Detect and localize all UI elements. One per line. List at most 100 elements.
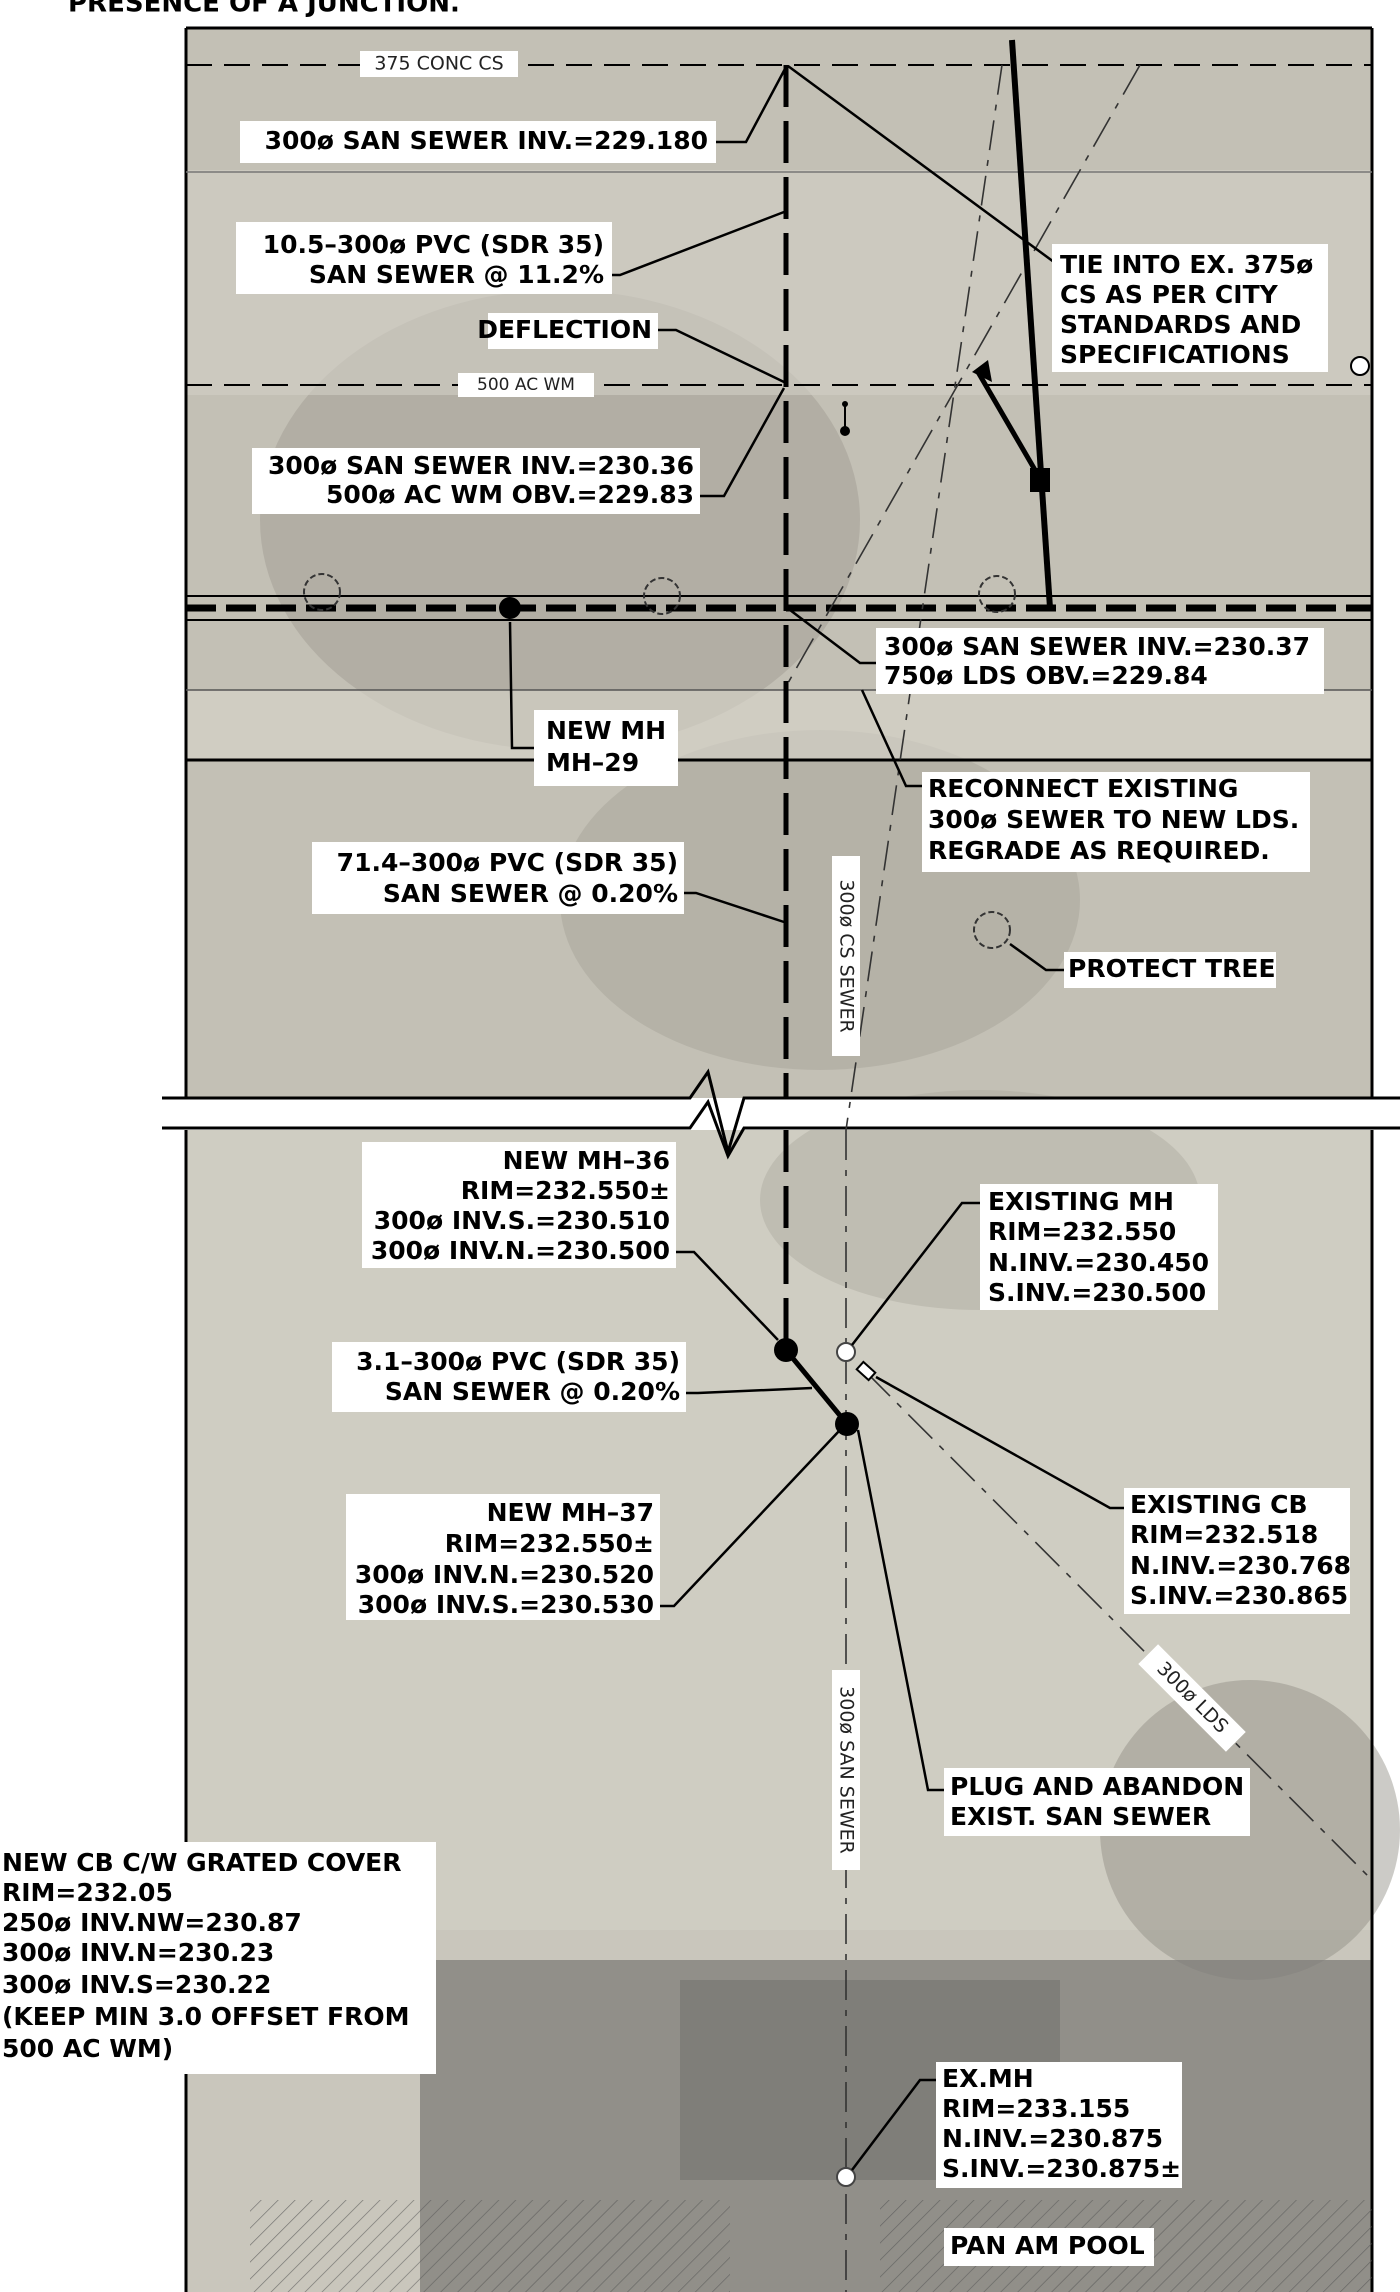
callout-ex-mh-line: EX.MH: [942, 2064, 1034, 2093]
callout-existing-cb-line: N.INV.=230.768: [1130, 1551, 1351, 1580]
leader-crossing-lds: [789, 609, 880, 665]
callout-existing-mh-line: RIM=232.550: [988, 1217, 1176, 1246]
callout-tie-in-line: SPECIFICATIONS: [1060, 340, 1290, 369]
callout-crossing-lds-line: 750ø LDS OBV.=229.84: [884, 661, 1208, 690]
callout-tie-in-line: STANDARDS AND: [1060, 310, 1301, 339]
callout-ex-mh-line: S.INV.=230.875±: [942, 2154, 1181, 2183]
leader-mh37: [654, 1429, 841, 1608]
new-mh-37-symbol: [835, 1412, 859, 1436]
leader-plug: [856, 1429, 948, 1792]
leader-mh36: [676, 1250, 779, 1341]
leader-deflection: [658, 328, 785, 384]
callout-protect-tree: PROTECT TREE: [1064, 952, 1276, 988]
tag-san-sewer: 300ø SAN SEWER: [836, 1686, 858, 1854]
new-cb-symbol: [1030, 468, 1050, 492]
callout-pvc-top: 10.5–300ø PVC (SDR 35) SAN SEWER @ 11.2%: [236, 222, 612, 294]
sidewalk-band: [186, 690, 1372, 760]
tag-conc-cs: 375 CONC CS: [374, 53, 503, 75]
callout-new-cb-line: 250ø INV.NW=230.87: [2, 1908, 302, 1937]
leader-existing-cb: [875, 1375, 1128, 1510]
leader-ex-mh: [851, 2078, 940, 2171]
callout-pvc-low-line: 3.1–300ø PVC (SDR 35): [356, 1347, 680, 1376]
callout-new-mh36-line: RIM=232.550±: [461, 1176, 670, 1205]
leader-protect-tree: [1009, 942, 1064, 972]
new-mh-36-symbol: [774, 1338, 798, 1362]
callout-reconnect-line: 300ø SEWER TO NEW LDS.: [928, 805, 1299, 834]
callout-pool: PAN AM POOL: [944, 2228, 1154, 2266]
callout-new-mh29-line: MH–29: [546, 748, 639, 777]
callout-ex-mh-line: RIM=233.155: [942, 2094, 1130, 2123]
leader-crossing-wm: [700, 387, 786, 498]
callout-new-mh29: NEW MH MH–29: [534, 710, 678, 786]
callout-new-mh36-line: 300ø INV.S.=230.510: [374, 1206, 670, 1235]
leader-pvc-mid: [684, 891, 785, 924]
leader-pvc-top: [612, 210, 785, 277]
callout-ex-mh: EX.MH RIM=233.155 N.INV.=230.875 S.INV.=…: [936, 2062, 1182, 2188]
callout-new-cb-line: 300ø INV.N=230.23: [2, 1938, 274, 1967]
leader-reconnect: [860, 689, 922, 788]
pool-deck-hatch: [250, 2200, 730, 2292]
leader-pvc-low: [684, 1386, 813, 1395]
callout-pvc-low-line: SAN SEWER @ 0.20%: [385, 1377, 680, 1406]
callout-crossing-wm-line: 500ø AC WM OBV.=229.83: [326, 480, 694, 509]
callout-existing-mh: EXISTING MH RIM=232.550 N.INV.=230.450 S…: [980, 1184, 1218, 1310]
callout-new-cb-line: 500 AC WM): [2, 2034, 173, 2063]
callout-plug-line: EXIST. SAN SEWER: [950, 1802, 1211, 1831]
existing-mh-symbol: [836, 1342, 856, 1362]
callout-crossing-lds-line: 300ø SAN SEWER INV.=230.37: [884, 632, 1310, 661]
header-fragment: PRESENCE OF A JUNCTION.: [68, 0, 460, 19]
structures: [250, 356, 1372, 2292]
callout-reconnect-line: RECONNECT EXISTING: [928, 774, 1238, 803]
callout-new-cb-line: RIM=232.05: [2, 1878, 173, 1907]
callout-pool-line: PAN AM POOL: [950, 2231, 1145, 2260]
hydrant-symbol: [1350, 356, 1370, 376]
tie-in-sewer: [975, 370, 1045, 484]
callout-plug: PLUG AND ABANDON EXIST. SAN SEWER: [944, 1768, 1250, 1836]
callout-tie-in-line: TIE INTO EX. 375ø: [1060, 250, 1313, 279]
callout-new-mh37: NEW MH–37 RIM=232.550± 300ø INV.N.=230.5…: [346, 1494, 660, 1620]
tree-symbol: [303, 573, 341, 611]
callout-ex-mh-line: N.INV.=230.875: [942, 2124, 1163, 2153]
callout-pvc-mid: 71.4–300ø PVC (SDR 35) SAN SEWER @ 0.20%: [312, 842, 684, 914]
valve-symbol: [842, 401, 848, 407]
new-sewer-line: [784, 1348, 849, 1426]
callout-crossing-lds: 300ø SAN SEWER INV.=230.37 750ø LDS OBV.…: [876, 628, 1324, 694]
cs-sewer-line: [845, 64, 1003, 1131]
callout-deflection-line: DEFLECTION: [477, 315, 652, 344]
callout-new-mh37-line: RIM=232.550±: [445, 1529, 654, 1558]
callout-existing-mh-line: S.INV.=230.500: [988, 1278, 1206, 1307]
tree-symbol: [978, 575, 1016, 613]
callout-labels: 300ø SAN SEWER INV.=229.180 10.5–300ø PV…: [0, 121, 1351, 2266]
callout-pvc-mid-line: SAN SEWER @ 0.20%: [383, 879, 678, 908]
callout-reconnect-line: REGRADE AS REQUIRED.: [928, 836, 1270, 865]
callout-protect-tree-line: PROTECT TREE: [1068, 954, 1276, 983]
protect-tree-symbol: [973, 911, 1011, 949]
callout-inv-top: 300ø SAN SEWER INV.=229.180: [240, 121, 716, 163]
tree-canopy-shadow: [260, 290, 860, 750]
tie-in-arrow: [972, 360, 992, 382]
callout-existing-mh-line: EXISTING MH: [988, 1187, 1174, 1216]
callout-deflection: DEFLECTION: [477, 313, 658, 349]
callout-existing-cb-line: EXISTING CB: [1130, 1490, 1308, 1519]
callout-new-mh36: NEW MH–36 RIM=232.550± 300ø INV.S.=230.5…: [362, 1142, 676, 1268]
valve-symbol: [840, 426, 850, 436]
callout-existing-cb-line: RIM=232.518: [1130, 1520, 1318, 1549]
callout-crossing-wm: 300ø SAN SEWER INV.=230.36 500ø AC WM OB…: [252, 448, 700, 514]
callout-new-cb-line: (KEEP MIN 3.0 OFFSET FROM: [2, 2002, 409, 2031]
tag-ac-wm: 500 AC WM: [477, 375, 575, 395]
new-mh-29-symbol: [499, 597, 521, 619]
ex-mh-symbol: [836, 2167, 856, 2187]
callout-pvc-top-line: 10.5–300ø PVC (SDR 35): [263, 230, 604, 259]
callout-new-cb: NEW CB C/W GRATED COVER RIM=232.05 250ø …: [0, 1842, 436, 2074]
callout-new-mh36-line: 300ø INV.N.=230.500: [371, 1236, 670, 1265]
tie-in-sewer: [1009, 39, 1053, 609]
tree-symbol: [643, 577, 681, 615]
callout-existing-mh-line: N.INV.=230.450: [988, 1248, 1209, 1277]
callout-new-mh37-line: NEW MH–37: [487, 1498, 654, 1527]
callout-new-mh37-line: 300ø INV.N.=230.520: [355, 1560, 654, 1589]
leader-inv-top: [716, 66, 788, 144]
callout-crossing-wm-line: 300ø SAN SEWER INV.=230.36: [268, 451, 694, 480]
callout-reconnect: RECONNECT EXISTING 300ø SEWER TO NEW LDS…: [922, 772, 1310, 872]
